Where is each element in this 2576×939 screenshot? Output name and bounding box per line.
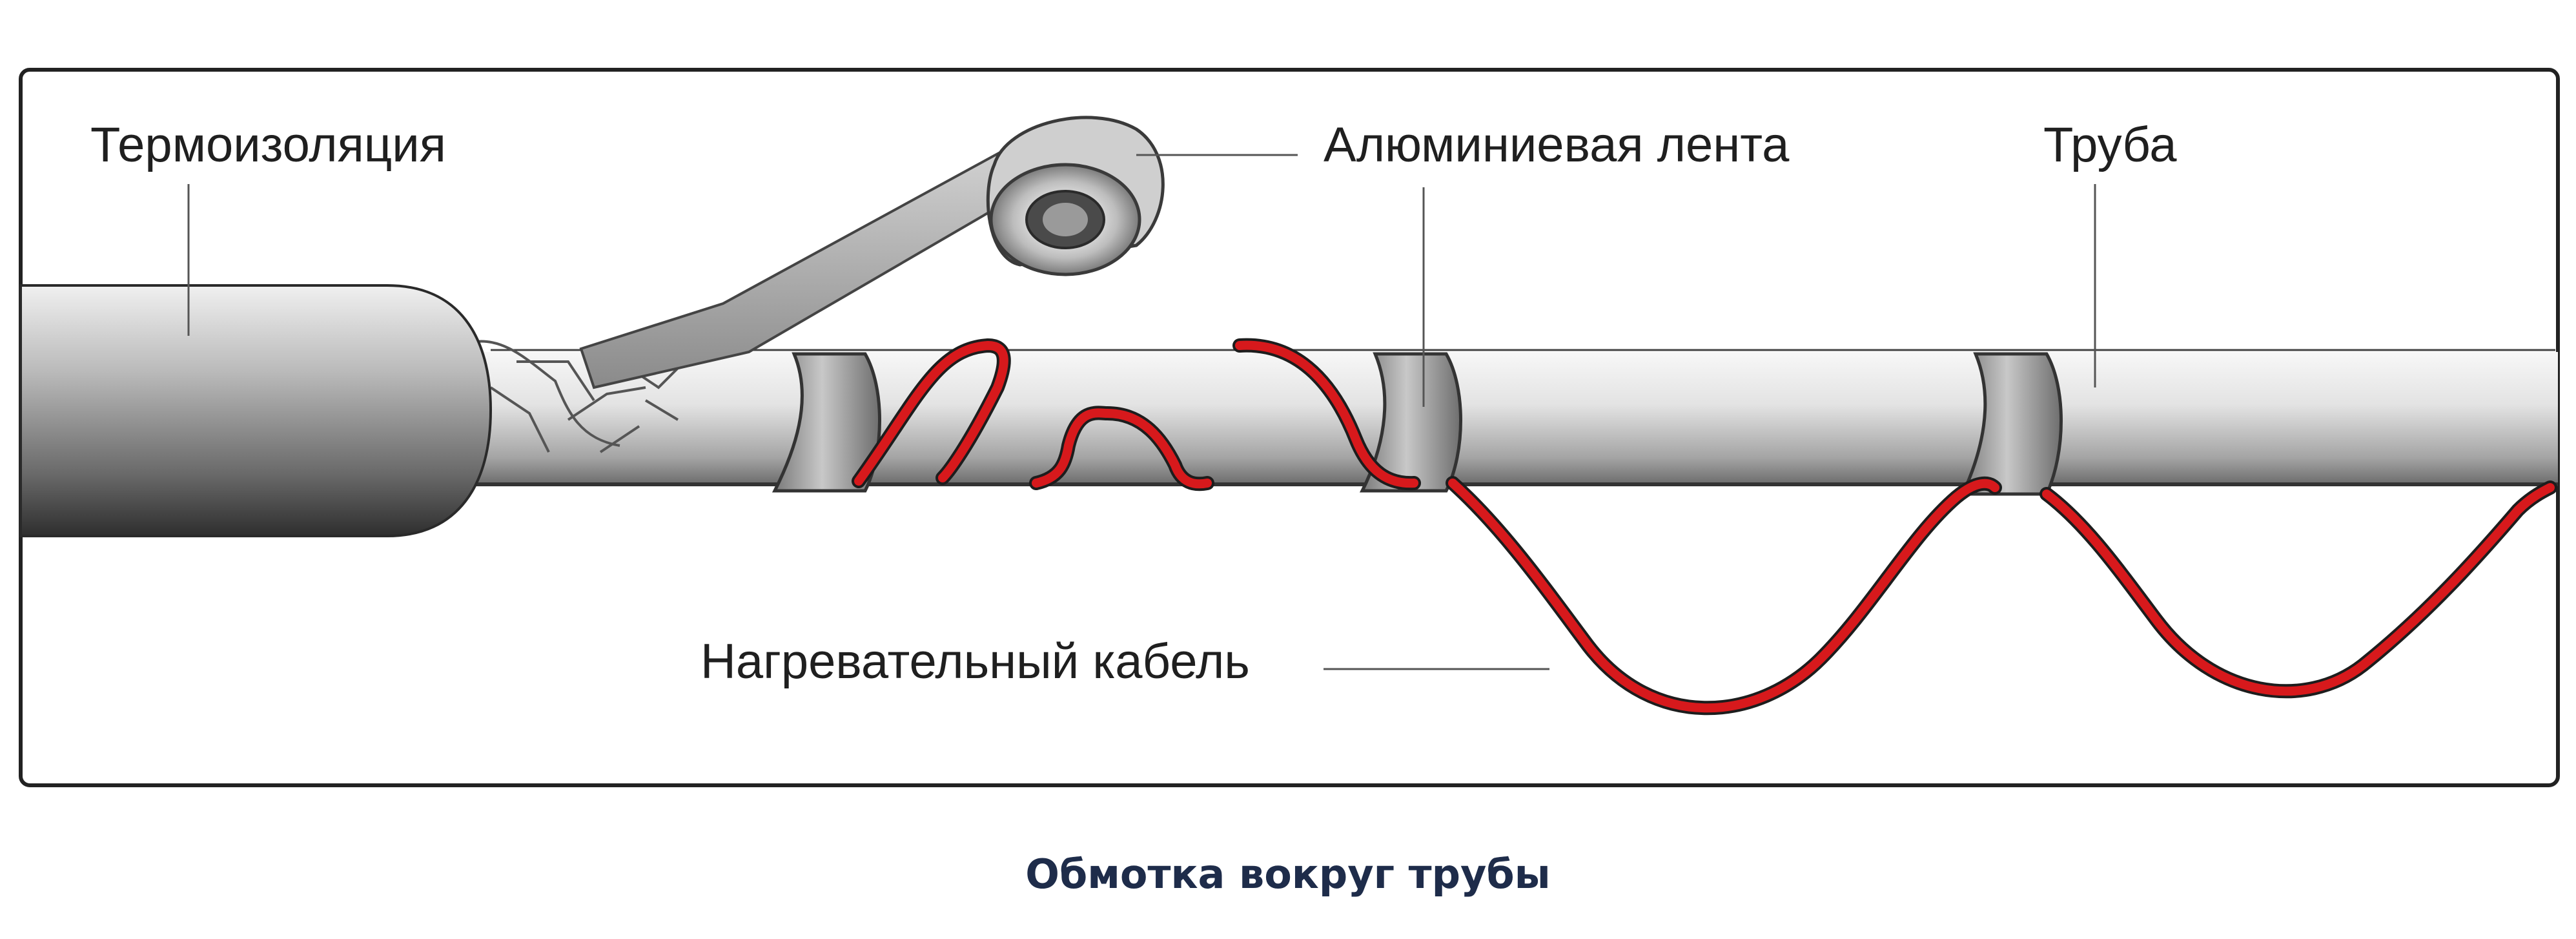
cracked-insulation-edge: [471, 340, 686, 453]
heating-cable: [852, 338, 2557, 716]
thermal-insulation: [19, 284, 493, 537]
label-pipe: Труба: [2043, 118, 2177, 172]
label-aluminum-tape: Алюминиевая лента: [1324, 118, 1790, 172]
leader-lines: [187, 154, 2096, 670]
pipe: [452, 352, 2558, 484]
tape-roll: [986, 116, 1165, 276]
figure-caption: Обмотка вокруг трубы: [1025, 851, 1550, 898]
tape-band-1: [772, 352, 881, 493]
tape-band-2: [1359, 352, 1462, 493]
label-heating-cable: Нагревательный кабель: [700, 634, 1250, 689]
label-insulation: Термоизоляция: [90, 118, 446, 172]
